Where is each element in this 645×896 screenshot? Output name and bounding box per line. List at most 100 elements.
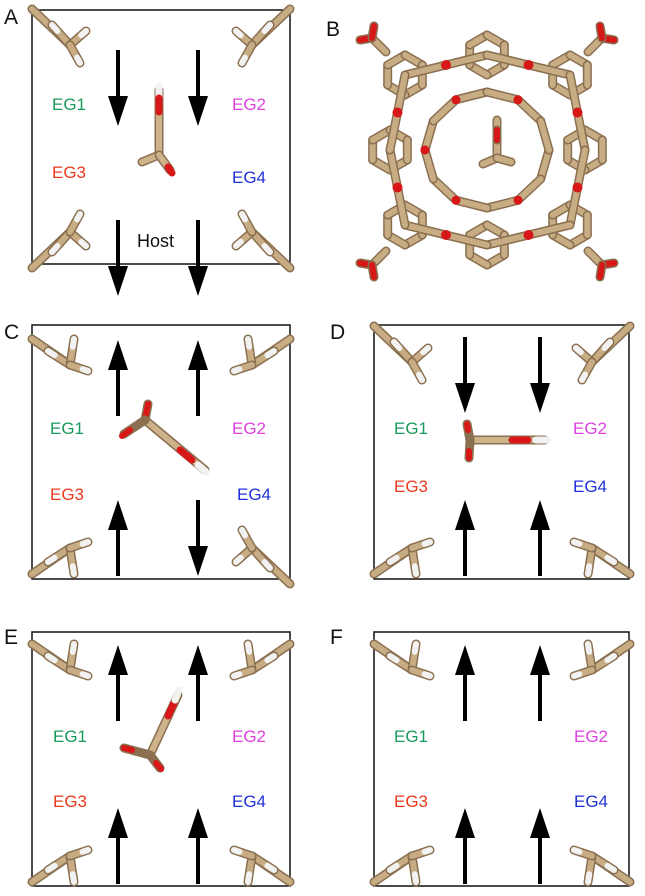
panel-f-group-br (569, 845, 635, 887)
panel-d-group-tr (571, 321, 635, 385)
panel-f-group-tr (569, 639, 635, 681)
panel-c-arrow-1 (108, 340, 128, 416)
panel-label-e: E (4, 626, 18, 649)
panel-f-arrow-3 (455, 808, 475, 884)
panel-d: D EG1 EG2 EG3 EG4 (330, 321, 635, 580)
panel-d-arrow-2 (530, 337, 550, 413)
panel-c: C EG1 EG2 EG3 EG4 (4, 321, 295, 589)
arrow-up-shape (455, 808, 475, 884)
panel-c-group-bl (27, 537, 93, 579)
panel-e-group-tl (27, 639, 93, 681)
panel-a-arrow-1 (108, 50, 128, 126)
panel-a: A EG1 EG2 EG3 EG4 Host (4, 4, 295, 296)
panel-a-group-br (231, 209, 295, 273)
panel-a-label-eg1: EG1 (52, 95, 86, 114)
panel-e-label-eg2: EG2 (232, 727, 266, 746)
panel-e-label-eg3: EG3 (53, 792, 87, 811)
panel-c-arrow-4 (188, 500, 208, 576)
panel-c-group-tl (27, 334, 93, 376)
panel-f-group-bl (369, 845, 435, 887)
arrow-up-shape (188, 340, 208, 416)
panel-f-arrow-2 (530, 645, 550, 721)
panel-e-arrow-3 (108, 808, 128, 884)
panel-a-group-tl (27, 4, 91, 68)
panel-e-arrow-1 (108, 645, 128, 721)
panel-e-frame (31, 631, 291, 887)
arrow-down-shape (188, 50, 208, 126)
panel-d-label-eg1: EG1 (394, 419, 428, 438)
panel-f-label-eg3: EG3 (394, 792, 428, 811)
arrow-down-shape (530, 337, 550, 413)
panel-a-group-bl (27, 209, 91, 273)
panel-e-label-eg4: EG4 (232, 792, 266, 811)
panel-f-label-eg4: EG4 (574, 792, 608, 811)
panel-c-frame (31, 324, 291, 580)
panel-f-group-tl (369, 639, 435, 681)
panel-d-arrow-3 (455, 500, 475, 576)
panel-label-d: D (330, 321, 345, 344)
panel-f-frame (373, 631, 630, 887)
panel-f-label-eg1: EG1 (394, 727, 428, 746)
panel-d-arrow-4 (530, 500, 550, 576)
panel-e-group-bl (27, 845, 93, 887)
panel-e: E EG1 EG2 EG3 EG4 (4, 626, 295, 887)
panel-d-group-tl (369, 321, 433, 385)
panel-c-group-tr (229, 334, 295, 376)
panel-a-arrow-3 (108, 220, 128, 296)
panel-d-group-bl (369, 537, 435, 579)
panel-f: F EG1 EG2 EG3 EG4 (330, 626, 635, 887)
panel-e-arrow-4 (188, 808, 208, 884)
panel-a-group-tr (231, 4, 295, 68)
panel-e-label-eg1: EG1 (53, 727, 87, 746)
panel-d-group-br (569, 537, 635, 579)
panel-c-arrow-3 (108, 500, 128, 576)
arrow-down-shape (108, 220, 128, 296)
panel-e-arrow-2 (188, 645, 208, 721)
panel-d-label-eg3: EG3 (394, 477, 428, 496)
arrow-down-shape (188, 500, 208, 576)
panel-a-label-eg3: EG3 (52, 163, 86, 182)
panel-e-group-tr (229, 639, 295, 681)
arrow-up-shape (108, 645, 128, 721)
panel-label-a: A (4, 6, 18, 29)
panel-c-group-br (231, 525, 295, 589)
panel-c-guest-molecule (119, 399, 210, 476)
panel-label-f: F (330, 626, 343, 649)
panel-a-frame (31, 9, 291, 265)
panel-f-label-eg2: EG2 (574, 727, 608, 746)
panel-a-guest-molecule (137, 82, 176, 177)
panel-b-host-structure (355, 21, 619, 282)
panel-a-arrow-4 (188, 220, 208, 296)
panel-a-label-eg2: EG2 (232, 95, 266, 114)
arrow-up-shape (530, 808, 550, 884)
panel-c-arrow-2 (188, 340, 208, 416)
panel-label-b: B (326, 18, 340, 41)
panel-label-c: C (4, 321, 19, 344)
arrow-up-shape (455, 500, 475, 576)
arrow-up-shape (530, 500, 550, 576)
panel-d-frame (373, 324, 630, 580)
panel-c-label-eg1: EG1 (50, 419, 84, 438)
arrow-up-shape (108, 340, 128, 416)
arrow-down-shape (188, 220, 208, 296)
panel-f-arrow-4 (530, 808, 550, 884)
panel-a-host-label: Host (137, 231, 174, 251)
arrow-up-shape (188, 808, 208, 884)
panel-d-guest-molecule (462, 419, 552, 463)
panel-c-label-eg2: EG2 (232, 419, 266, 438)
panel-e-group-br (229, 845, 295, 887)
arrow-up-shape (455, 645, 475, 721)
panel-a-arrow-2 (188, 50, 208, 126)
panel-c-label-eg3: EG3 (50, 485, 84, 504)
panel-d-label-eg2: EG2 (573, 419, 607, 438)
arrow-up-shape (108, 500, 128, 576)
arrow-up-shape (188, 645, 208, 721)
panel-a-label-eg4: EG4 (232, 168, 266, 187)
panel-d-arrow-1 (455, 337, 475, 413)
panel-e-guest-molecule (119, 686, 183, 773)
arrow-down-shape (108, 50, 128, 126)
panel-c-label-eg4: EG4 (237, 485, 271, 504)
panel-b: B (326, 18, 619, 282)
panel-f-arrow-1 (455, 645, 475, 721)
